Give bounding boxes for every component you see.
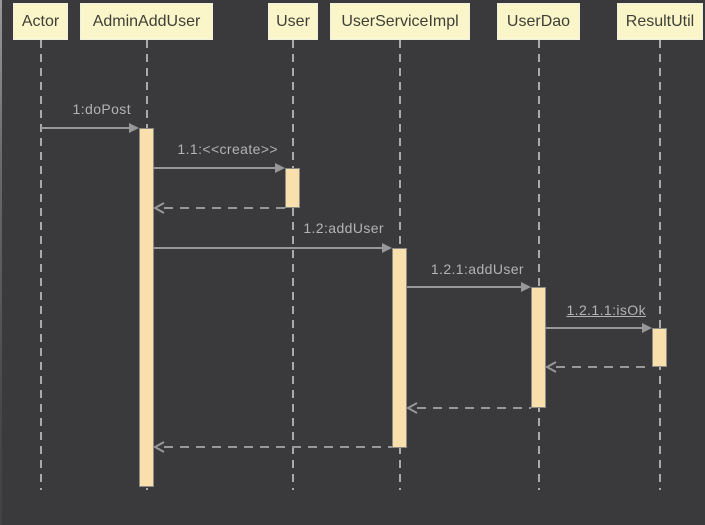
activation-bar-user-dao — [531, 287, 546, 408]
return-line-service-to-admin — [164, 446, 392, 448]
message-label-create: 1.1:<<create>> — [177, 141, 278, 157]
message-line-create — [154, 167, 276, 169]
message-label-dopost: 1:doPost — [72, 101, 131, 117]
message-label-adduser: 1.2:addUser — [303, 220, 384, 236]
participant-box-user-dao: UserDao — [497, 3, 580, 40]
message-line-adduser-dao — [407, 286, 522, 288]
arrowhead-icon — [129, 123, 139, 133]
activation-bar-result-util — [652, 328, 667, 367]
participant-label: UserServiceImpl — [341, 12, 459, 30]
participant-box-actor: Actor — [13, 3, 68, 40]
message-line-adduser — [154, 247, 383, 249]
lifeline-user-dao — [538, 40, 540, 490]
participant-box-user-service-impl: UserServiceImpl — [330, 3, 470, 40]
return-line-dao-to-service — [417, 407, 531, 409]
lifeline-result-util — [659, 40, 661, 490]
activation-bar-user — [285, 168, 300, 208]
participant-box-user: User — [268, 3, 318, 40]
message-line-isok — [546, 327, 643, 329]
participant-box-admin-add-user: AdminAddUser — [80, 3, 213, 40]
participant-label: User — [276, 12, 310, 30]
arrowhead-icon — [382, 243, 392, 253]
message-line-dopost — [41, 127, 130, 129]
message-label-adduser-dao: 1.2.1:addUser — [430, 261, 524, 277]
lifeline-user — [292, 40, 294, 490]
return-arrowhead-icon — [153, 202, 165, 214]
lifeline-actor — [40, 40, 42, 490]
activation-bar-user-service-impl — [392, 248, 407, 448]
participant-box-result-util: ResultUtil — [617, 3, 703, 40]
participant-label: AdminAddUser — [92, 12, 201, 30]
diagram-left-border — [0, 0, 2, 525]
return-arrowhead-icon — [545, 361, 557, 373]
return-arrowhead-icon — [153, 441, 165, 453]
arrowhead-icon — [275, 163, 285, 173]
participant-label: ResultUtil — [625, 12, 695, 30]
return-line-result-to-dao — [556, 366, 652, 368]
arrowhead-icon — [642, 323, 652, 333]
participant-label: Actor — [21, 12, 60, 30]
arrowhead-icon — [521, 282, 531, 292]
participant-label: UserDao — [506, 12, 571, 30]
return-arrowhead-icon — [406, 402, 418, 414]
activation-bar-admin-add-user — [139, 128, 154, 487]
return-line-user-to-admin — [164, 207, 285, 209]
message-label-isok: 1.2.1.1:isOk — [566, 302, 646, 318]
